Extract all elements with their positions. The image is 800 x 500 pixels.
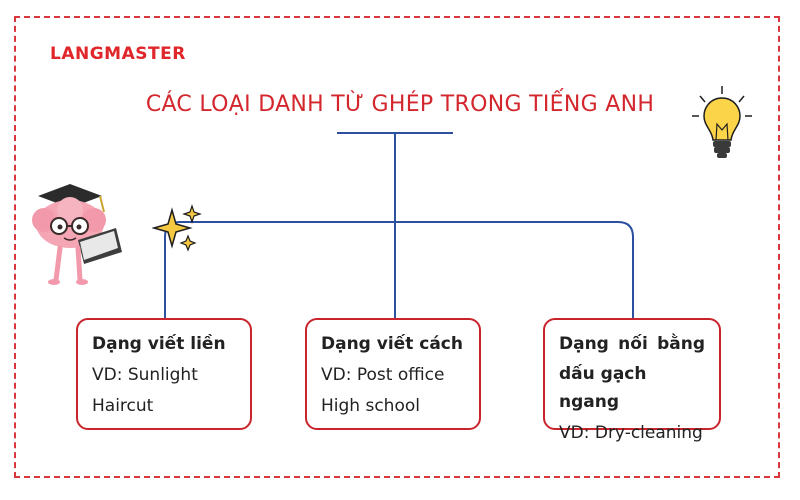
node-heading: Dạng viết cách bbox=[321, 334, 463, 354]
brand-logo: LANGMASTER bbox=[50, 44, 186, 64]
sparkle-icon bbox=[152, 204, 202, 252]
node-example: Haircut bbox=[92, 396, 154, 416]
diagram-title: CÁC LOẠI DANH TỪ GHÉP TRONG TIẾNG ANH bbox=[145, 92, 655, 117]
node-concatenated-form: Dạng viết liền VD: Sunlight Haircut bbox=[76, 318, 252, 430]
node-heading: Dạng viết liền bbox=[92, 334, 226, 354]
brain-mascot-icon bbox=[32, 184, 122, 285]
node-example: High school bbox=[321, 396, 420, 416]
node-example: VD: Post office bbox=[321, 365, 445, 385]
node-example: VD: Dry-cleaning bbox=[559, 423, 703, 443]
node-example: VD: Sunlight bbox=[92, 365, 198, 385]
lightbulb-icon bbox=[692, 86, 752, 158]
node-heading-line1: Dạng nối bằng bbox=[559, 334, 705, 354]
node-hyphenated-form: Dạng nối bằng dấu gạch ngang VD: Dry-cle… bbox=[543, 318, 721, 443]
branch-line bbox=[164, 221, 634, 318]
node-separated-form: Dạng viết cách VD: Post office High scho… bbox=[305, 318, 481, 430]
dashed-frame bbox=[14, 16, 780, 478]
node-heading-line2: dấu gạch ngang bbox=[559, 364, 647, 412]
